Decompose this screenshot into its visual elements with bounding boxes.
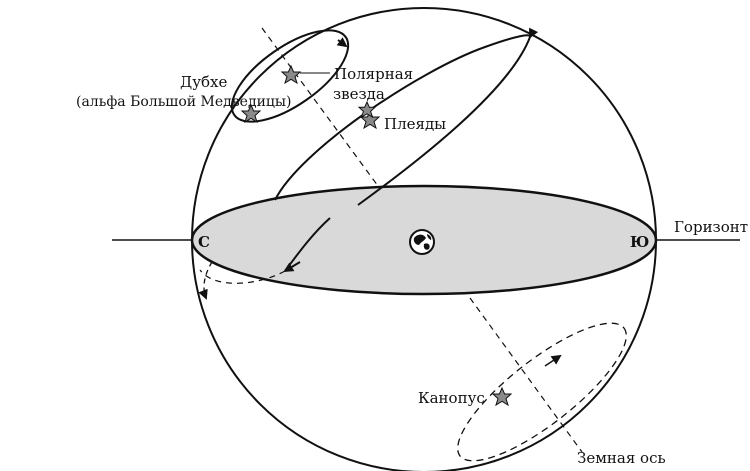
canopus-arrow [545, 356, 560, 366]
earth-axis-line-lower [470, 298, 582, 452]
dubhe-sub-label: (альфа Большой Медведицы) [76, 94, 292, 110]
dubhe-label: Дубхе [180, 73, 228, 91]
north-dashed-arc [204, 262, 212, 298]
north-label: С [198, 233, 210, 251]
south-label: Ю [630, 233, 649, 251]
canopus-orbit [440, 303, 643, 471]
polaris-star [282, 66, 300, 83]
dubhe-orbit-arrow [338, 40, 346, 46]
pleiades-label: Плеяды [384, 115, 446, 133]
earth-axis-label: Земная ось [577, 449, 666, 467]
polaris-label-line1: Полярная [334, 65, 413, 83]
canopus-label: Канопус [418, 389, 485, 407]
horizon-label: Горизонт [674, 218, 748, 236]
earth-icon [410, 230, 434, 254]
canopus-star [493, 388, 511, 405]
polaris-label-line2: звезда [333, 85, 385, 103]
